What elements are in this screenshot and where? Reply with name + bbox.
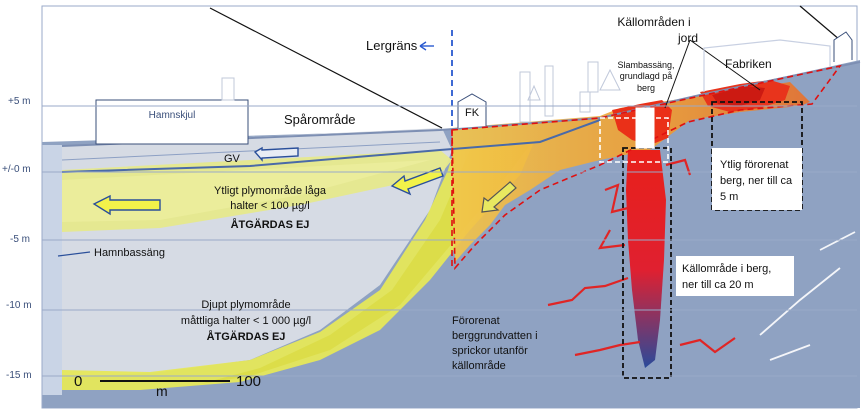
label-ytligt-plym-line1: Ytligt plymområde låga bbox=[214, 185, 327, 197]
label-slambassang-line3: berg bbox=[637, 83, 655, 93]
label-kallomraden-line1: Källområden i bbox=[617, 15, 690, 29]
bedrock-source-plume bbox=[626, 150, 666, 368]
contamination-boundary bbox=[451, 64, 842, 271]
label-fororenat-line4: källområde bbox=[452, 360, 506, 372]
label-fabriken: Fabriken bbox=[725, 57, 772, 71]
small-building bbox=[833, 31, 853, 62]
label-fororenat-line2: berggrundvatten i bbox=[452, 330, 538, 342]
box-slambassang bbox=[599, 117, 669, 163]
depth-tick-plus5: +5 m bbox=[8, 96, 31, 107]
label-hamnbassang: Hamnbassäng bbox=[94, 247, 165, 259]
label-hamnskjul: Hamnskjul bbox=[149, 110, 196, 121]
depth-tick-minus10: -10 m bbox=[6, 300, 32, 311]
label-ytlig-fororenat-line2: berg, ner till ca bbox=[720, 175, 793, 187]
depth-tick-minus5: -5 m bbox=[10, 234, 30, 245]
plume-arrow-left bbox=[92, 194, 161, 216]
label-fk: FK bbox=[465, 107, 480, 119]
fractures bbox=[547, 158, 736, 357]
label-lergrans: Lergräns bbox=[366, 38, 418, 53]
label-djupt-plym-line1: Djupt plymområde bbox=[201, 299, 290, 311]
deep-plume-core bbox=[200, 145, 530, 384]
depth-tick-0: +/-0 m bbox=[2, 164, 31, 175]
label-sparomrade: Spårområde bbox=[284, 112, 356, 127]
label-ytligt-plym-line2: halter < 100 µg/l bbox=[230, 200, 309, 212]
ytlig-fororenat-bg bbox=[712, 148, 802, 210]
callout-line-left bbox=[209, 7, 443, 129]
water-surface bbox=[61, 141, 441, 161]
label-fororenat-line3: sprickor utanför bbox=[452, 345, 528, 357]
slambassang-tank bbox=[635, 107, 655, 149]
source-patch-fabriken-core bbox=[712, 86, 765, 106]
white-fractures bbox=[759, 231, 856, 361]
scale-start: 0 bbox=[74, 373, 82, 390]
label-kallomrade-berg-line1: Källområde i berg, bbox=[682, 263, 771, 275]
callout-line-right bbox=[799, 5, 841, 41]
depth-tick-minus15: -15 m bbox=[6, 370, 32, 381]
label-slambassang-line1: Slambassäng, bbox=[617, 60, 674, 70]
label-djupt-plym-line2: måttliga halter < 1 000 µg/l bbox=[181, 315, 311, 327]
label-kallomrade-berg-line2: ner till ca 20 m bbox=[682, 279, 754, 291]
label-gv: GV bbox=[224, 153, 241, 165]
harbour-basin bbox=[42, 145, 62, 395]
hamnskjul-building bbox=[95, 99, 249, 145]
fk-building bbox=[457, 93, 487, 128]
callout-kallomraden bbox=[664, 39, 691, 109]
fabriken-building bbox=[703, 39, 831, 92]
source-zone-soil bbox=[452, 82, 810, 262]
scale-unit: m bbox=[156, 383, 168, 399]
label-fororenat-line1: Förorenat bbox=[452, 315, 500, 327]
gv-arrow bbox=[253, 146, 299, 162]
hamnbassang-leader bbox=[57, 251, 91, 257]
kallomrade-berg-bg bbox=[676, 256, 794, 296]
plume-arrow-slope bbox=[481, 181, 517, 213]
background-structures bbox=[221, 61, 621, 123]
scale-end: 100 bbox=[236, 373, 261, 390]
groundwater-level bbox=[61, 119, 601, 173]
label-ytlig-fororenat-line3: 5 m bbox=[720, 191, 738, 203]
callout-kallomraden-2 bbox=[689, 39, 761, 91]
label-ytlig-fororenat-line1: Ytlig förorenat bbox=[720, 159, 788, 171]
label-djupt-atgardas: ÅTGÄRDAS EJ bbox=[207, 330, 286, 343]
label-ytligt-atgardas: ÅTGÄRDAS EJ bbox=[231, 218, 310, 231]
lergrans-arrow-head bbox=[419, 41, 427, 51]
label-kallomraden-line2: jord bbox=[677, 31, 698, 45]
label-slambassang-line2: grundlagd på bbox=[620, 71, 673, 81]
